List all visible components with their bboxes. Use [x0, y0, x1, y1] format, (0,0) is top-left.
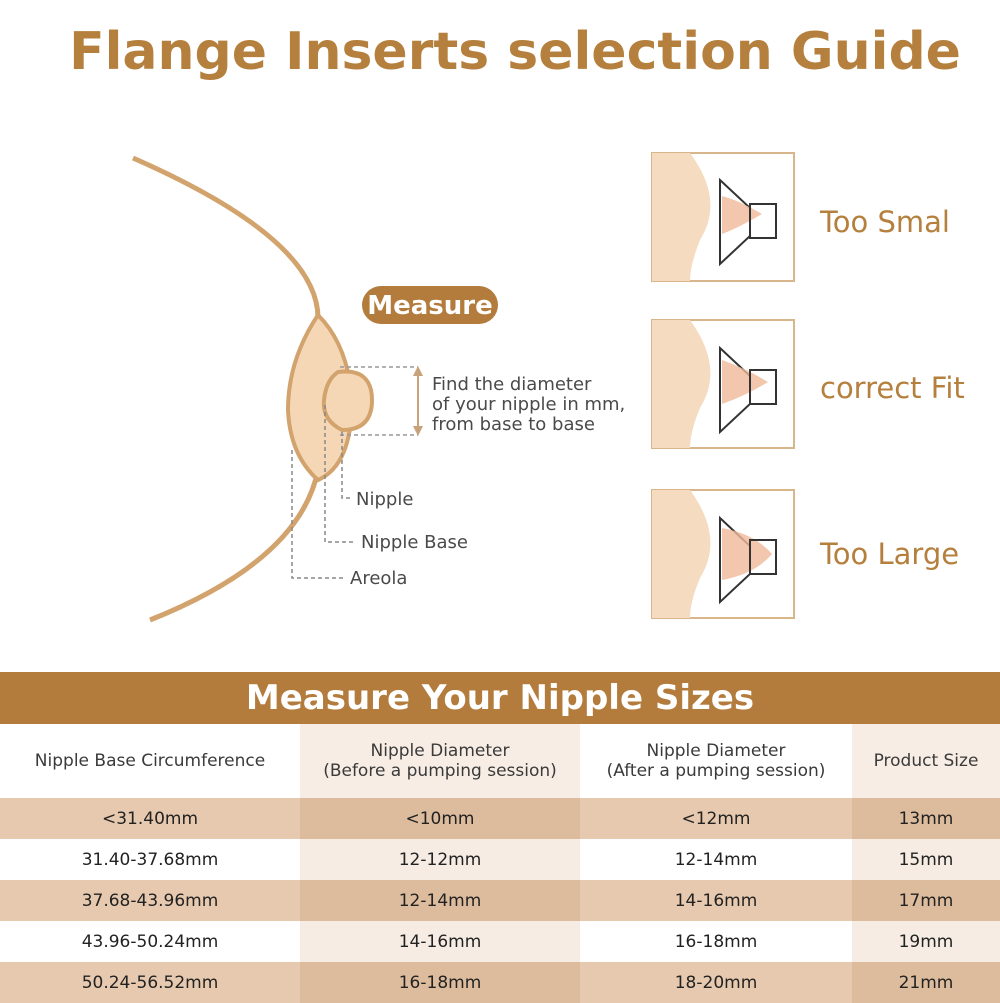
- measure-badge: [362, 286, 498, 324]
- table-row: 50.24-56.52mm 16-18mm 18-20mm 21mm: [0, 962, 1000, 1003]
- table-row: 31.40-37.68mm 12-12mm 12-14mm 15mm: [0, 839, 1000, 880]
- header-product-size: Product Size: [852, 724, 1000, 798]
- table-banner: Measure Your Nipple Sizes: [0, 672, 1000, 724]
- cell-diameter-before: 16-18mm: [300, 962, 580, 1003]
- cell-circumference: 50.24-56.52mm: [0, 962, 300, 1003]
- table-header-row: Nipple Base Circumference Nipple Diamete…: [0, 724, 1000, 798]
- header-circumference: Nipple Base Circumference: [34, 751, 266, 771]
- table-row: 43.96-50.24mm 14-16mm 16-18mm 19mm: [0, 921, 1000, 962]
- cell-circumference: 31.40-37.68mm: [0, 839, 300, 880]
- fit-panel-too-large: [651, 489, 795, 619]
- cell-product-size: 21mm: [852, 962, 1000, 1003]
- breast-measure-diagram: Measure Find the diameter of your nipple…: [131, 152, 965, 623]
- cell-product-size: 19mm: [852, 921, 1000, 962]
- cell-diameter-before: 12-12mm: [300, 839, 580, 880]
- page-title: Flange Inserts selection Guide: [69, 22, 961, 82]
- cell-circumference: 43.96-50.24mm: [0, 921, 300, 962]
- cell-product-size: 15mm: [852, 839, 1000, 880]
- header-diameter-before: Nipple Diameter (Before a pumping sessio…: [300, 724, 580, 798]
- cell-product-size: 13mm: [852, 798, 1000, 839]
- areola-label: Areola: [350, 568, 407, 589]
- cell-diameter-before: 14-16mm: [300, 921, 580, 962]
- cell-product-size: 17mm: [852, 880, 1000, 921]
- nipple-label: Nipple: [356, 489, 413, 510]
- instruction-line-3: from base to base: [432, 414, 595, 435]
- cell-diameter-after: 18-20mm: [580, 962, 852, 1003]
- instruction-line-1: Find the diameter: [432, 374, 592, 395]
- table-row: 37.68-43.96mm 12-14mm 14-16mm 17mm: [0, 880, 1000, 921]
- cell-diameter-after: 12-14mm: [580, 839, 852, 880]
- cell-diameter-after: <12mm: [580, 798, 852, 839]
- header-diameter-after: Nipple Diameter (After a pumping session…: [606, 741, 826, 781]
- table-row: <31.40mm <10mm <12mm 13mm: [0, 798, 1000, 839]
- nipple-shape: [321, 369, 375, 433]
- fit-panel-correct: [651, 319, 795, 449]
- cell-circumference: 37.68-43.96mm: [0, 880, 300, 921]
- instruction-line-2: of your nipple in mm,: [432, 394, 625, 415]
- cell-diameter-after: 14-16mm: [580, 880, 852, 921]
- cell-diameter-after: 16-18mm: [580, 921, 852, 962]
- areola-shape: [285, 311, 355, 483]
- fit-label-correct: correct Fit: [820, 371, 965, 405]
- fit-label-too-large: Too Large: [819, 537, 959, 571]
- cell-diameter-before: <10mm: [300, 798, 580, 839]
- fit-label-too-small: Too Smal: [819, 205, 950, 239]
- cell-diameter-before: 12-14mm: [300, 880, 580, 921]
- cell-circumference: <31.40mm: [0, 798, 300, 839]
- fit-panel-too-small: [651, 152, 795, 282]
- measure-badge-label: Measure: [367, 291, 493, 321]
- nipple-base-label: Nipple Base: [361, 532, 468, 553]
- size-table: Nipple Base Circumference Nipple Diamete…: [0, 724, 1000, 1003]
